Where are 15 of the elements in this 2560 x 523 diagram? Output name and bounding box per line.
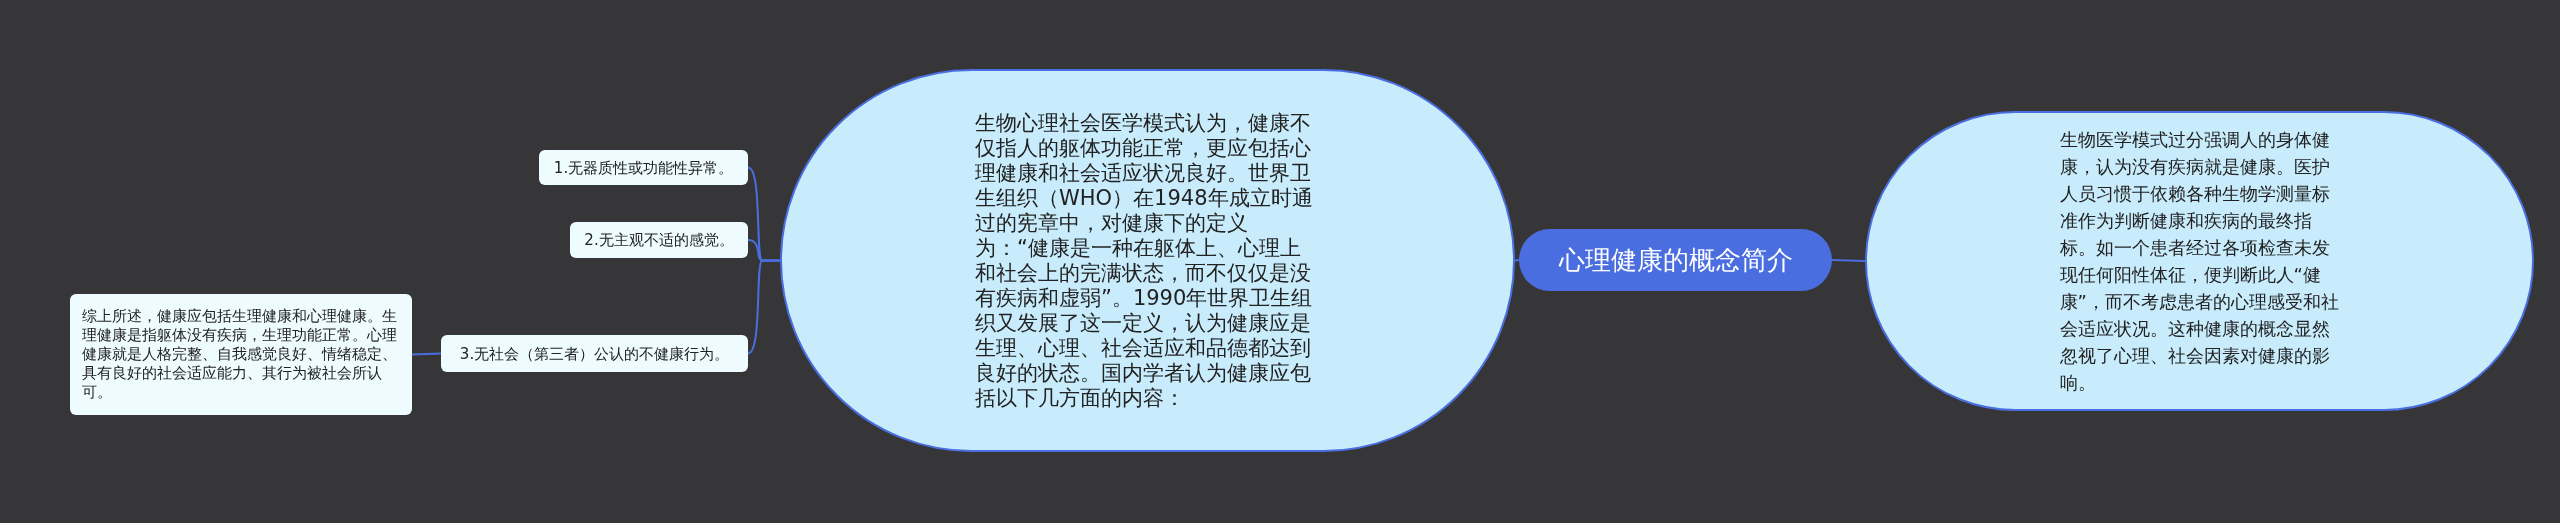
node-text: 2.无主观不适的感觉。	[584, 230, 734, 250]
node-text: 生物心理社会医学模式认为，健康不仅指人的躯体功能正常，更应包括心理健康和社会适应状况良好。世界卫生组织（WHO）在1948年成立时通过的宪章中，对健康下的定义为：“健康是一种在躯体上、心理上和社会上的完满状态，而不仅仅是没有疾病和虚弱”。1990年世界卫生组织又发展了这一定义，认为健康应是生理、心理、社会适应和品德都达到良好的状态。国内学者认为健康应包括以下几方面的内容：	[975, 110, 1314, 411]
connector-line	[411, 352, 442, 356]
node-text: 1.无器质性或功能性异常。	[553, 157, 734, 178]
connector-line	[747, 259, 781, 355]
branch-box	[441, 335, 748, 372]
node-text: 生物医学模式过分强调人的身体健康，认为没有疾病就是健康。医护人员习惯于依赖各种生物学测量标准作为判断健康和疾病的最终指标。如一个患者经过各项检查未发现任何阳性体征，便判断此人“健康”，而不考虑患者的心理感受和社会适应状况。这种健康的概念显然忽视了心理、社会因素对健康的影响。	[2059, 128, 2340, 395]
node-text: 综上所述，健康应包括生理健康和心理健康。生理健康是指躯体没有疾病，生理功能正常。心理健康就是人格完整、自我感觉良好、情绪稳定、具有良好的社会适应能力、其行为被社会所认可。	[82, 307, 398, 402]
node-text: 心理健康的概念简介	[1558, 244, 1793, 276]
branch-box	[539, 150, 748, 185]
connector-line	[1831, 259, 1866, 262]
connector-line	[1514, 259, 1520, 262]
branch-box	[570, 222, 748, 258]
note-box	[70, 294, 412, 415]
node-text: 3.无社会（第三者）公认的不健康行为。	[459, 343, 730, 364]
